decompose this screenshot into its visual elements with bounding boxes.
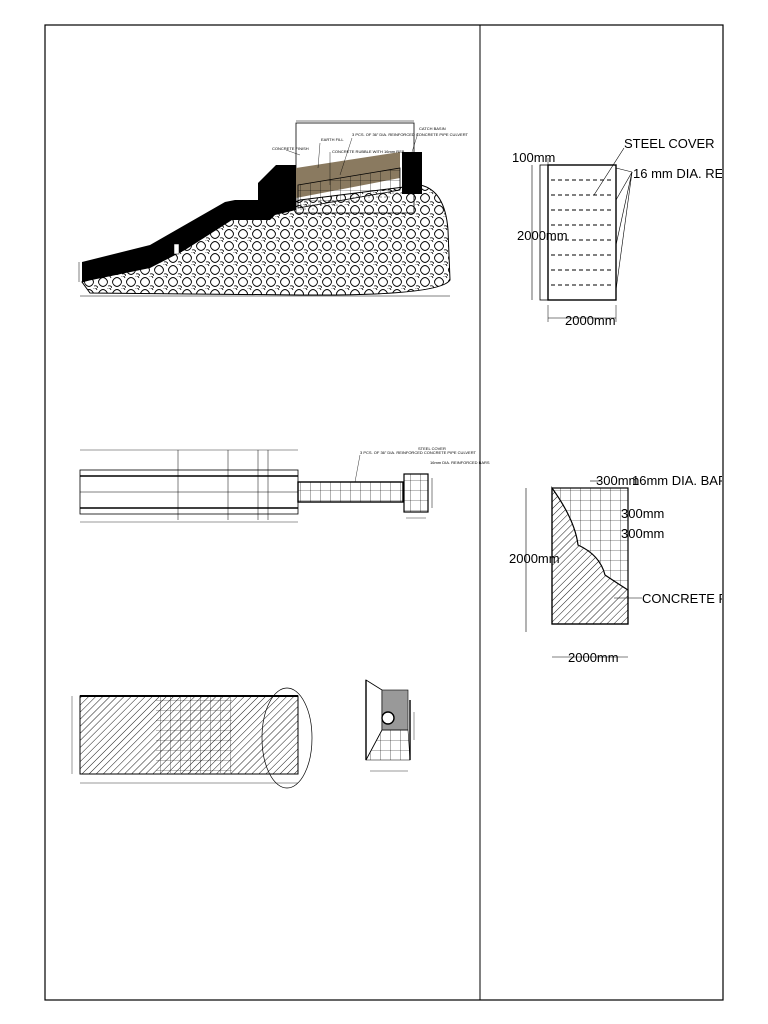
label-plan-steel-cover: STEEL COVER [418, 446, 446, 451]
dim-height: 2000mm [517, 228, 568, 243]
plan-detail: 3 PCS. OF 36" DIA. REINFORCED CONCRETE P… [79, 446, 490, 523]
sheet-border [44, 24, 724, 1001]
leader-rebar-4 [615, 171, 633, 291]
leader-pipe [339, 137, 353, 176]
weep-hole [173, 243, 180, 255]
label-plan-bars: 16mm DIA. REINFORCED BARS [430, 460, 490, 465]
leader-rebar-2 [615, 171, 633, 201]
dim-thickness: 100mm [512, 150, 555, 165]
bedding-layer [298, 190, 405, 212]
label-pipe-culvert: 3 PCS. OF 36" DIA. REINFORCED CONCRETE P… [352, 132, 469, 137]
catch-basin [402, 152, 422, 194]
concrete-finish-hatch [551, 486, 629, 625]
plan-culvert [297, 481, 404, 503]
concrete-finish-detail: 300mm 16mm DIA. BARS 300mm 300mm 2000mm … [509, 473, 752, 665]
dim-width: 2000mm [565, 313, 616, 328]
elevation-detail [71, 687, 313, 789]
basin-pipe-opening [381, 711, 395, 725]
finish-dim-width-label: 2000mm [568, 650, 619, 665]
leader-steel-cover [593, 147, 625, 196]
dim-spacing-top: 300mm [596, 473, 639, 488]
label-concrete-finish: CONCRETE FINIS [642, 591, 752, 606]
dim-spacing-2: 300mm [621, 526, 664, 541]
elevation-detail-circle [261, 687, 313, 789]
catch-basin-view [365, 679, 415, 772]
steel-cover-detail: STEEL COVER 16 mm DIA. REINFO 100mm 2000… [512, 136, 754, 328]
finish-dim-height-label: 2000mm [509, 551, 560, 566]
leader-rebar-3 [615, 171, 633, 246]
leader-plan-pipe [354, 454, 361, 483]
label-concrete-rubble: CONCRETE RUBBLE WITH 16mm RSB [332, 149, 405, 154]
leader-earth-fill [317, 142, 321, 169]
dim-spacing-1: 300mm [621, 506, 664, 521]
label-plan-pipe: 3 PCS. OF 36" DIA. REINFORCED CONCRETE P… [360, 450, 477, 455]
label-bars: 16mm DIA. BARS [632, 473, 736, 488]
concrete-steps [82, 165, 296, 282]
finish-outline [551, 487, 629, 625]
label-earth-fill: EARTH FILL [321, 137, 344, 142]
leader-catch-basin [411, 132, 419, 153]
reinforcement-bars [551, 179, 613, 286]
section-detail: CATCH BASIN 3 PCS. OF 36" DIA. REINFORCE… [78, 120, 469, 297]
basin-floor [365, 729, 411, 761]
plan-catch-basin [403, 473, 429, 513]
label-catch-basin: CATCH BASIN [419, 126, 446, 131]
label-concrete-finish: CONCRETE FINISH [272, 146, 309, 151]
label-reinforcement: 16 mm DIA. REINFO [633, 166, 754, 181]
elevation-grid [156, 697, 232, 773]
label-steel-cover: STEEL COVER [624, 136, 715, 151]
leader-rebar-1 [615, 167, 633, 173]
leader-concrete-finish [285, 149, 301, 156]
steel-cover-frame [539, 164, 549, 301]
